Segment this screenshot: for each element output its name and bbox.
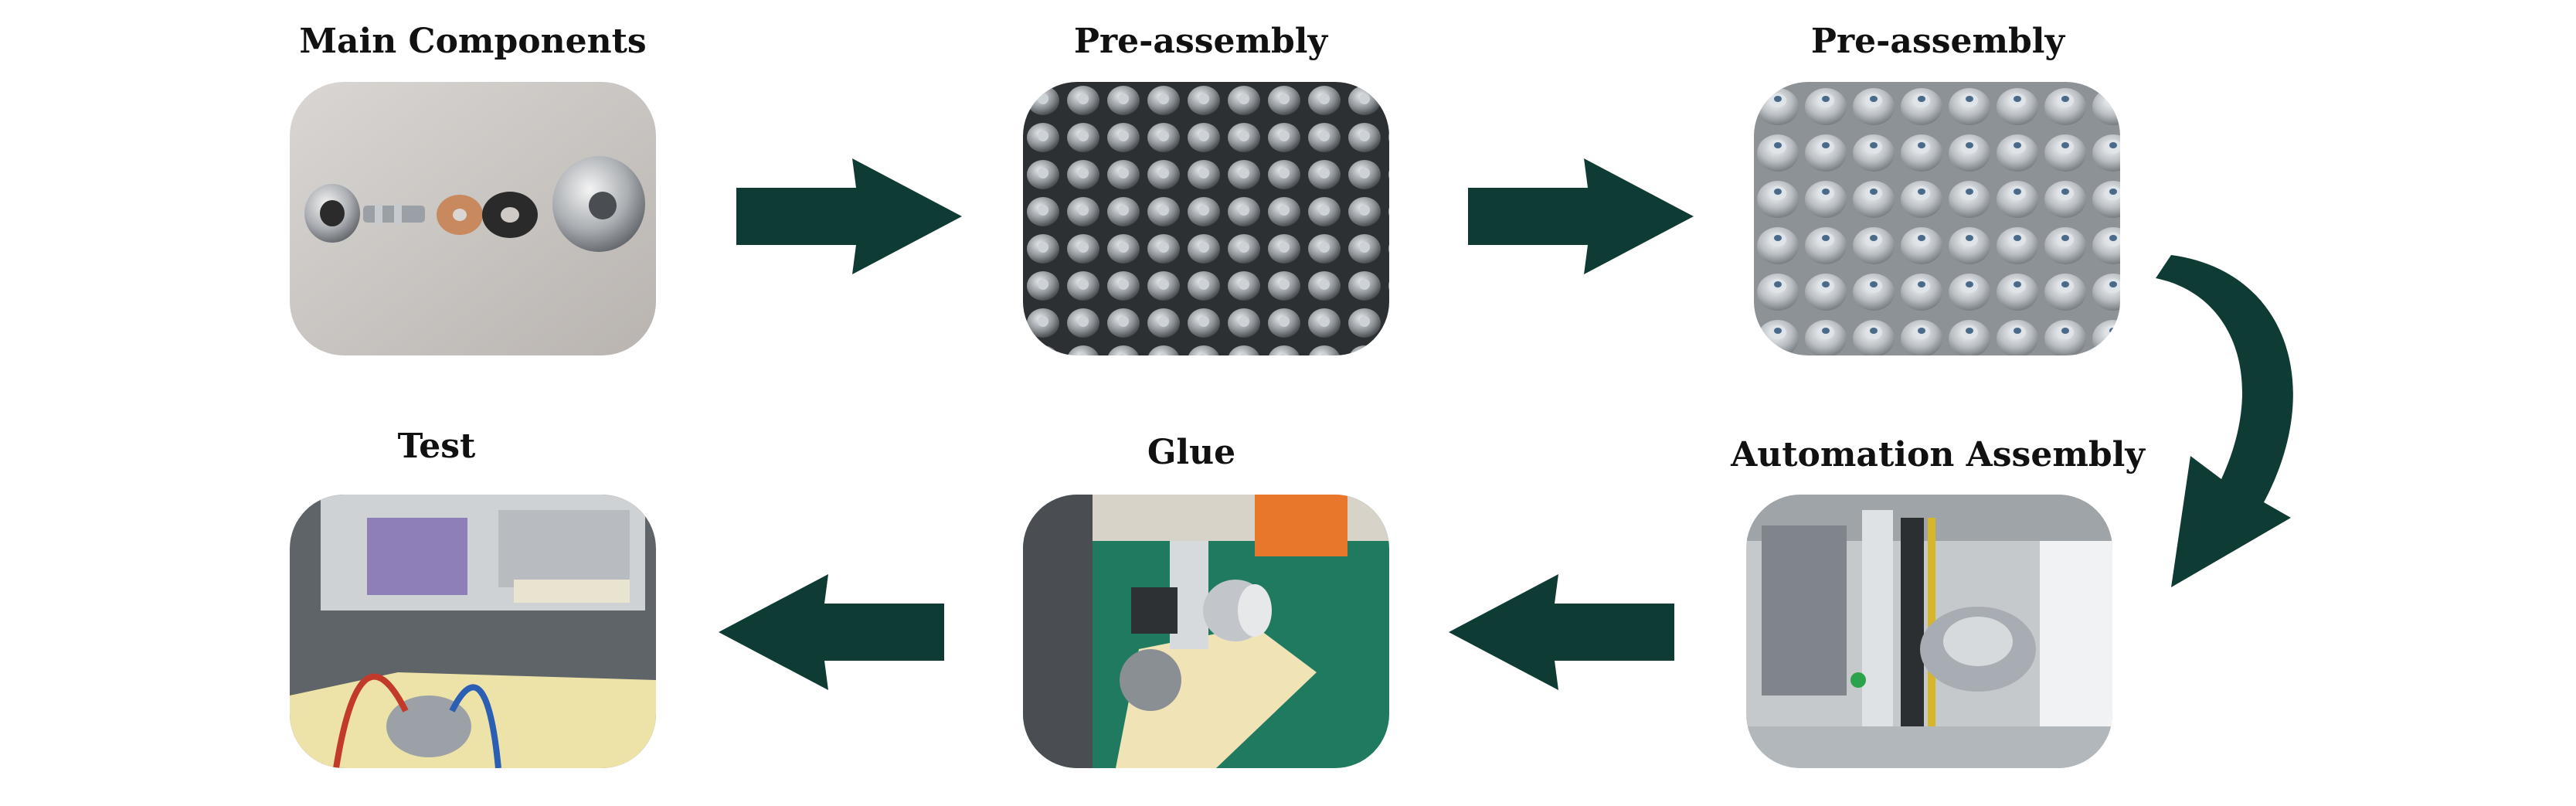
title-pre-assembly-1: Pre-assembly <box>1073 22 1328 61</box>
title-main-components: Main Components <box>299 22 647 61</box>
main-components-photo <box>290 82 656 355</box>
title-pre-assembly-2: Pre-assembly <box>1810 22 2065 61</box>
arrow-left-1 <box>1449 574 1674 690</box>
arrow-curved-down <box>2156 247 2333 595</box>
arrow-left-2 <box>719 574 944 690</box>
test-photo <box>290 495 656 768</box>
title-glue: Glue <box>1147 433 1236 472</box>
pre-assembly-2-photo <box>1754 82 2120 355</box>
title-test: Test <box>397 427 476 466</box>
automation-assembly-photo <box>1746 495 2112 768</box>
title-automation-assembly: Automation Assembly <box>1731 435 2145 474</box>
glue-photo <box>1023 495 1389 768</box>
arrow-right-1 <box>736 158 962 274</box>
pre-assembly-1-photo <box>1023 82 1389 355</box>
arrow-right-2 <box>1468 158 1694 274</box>
